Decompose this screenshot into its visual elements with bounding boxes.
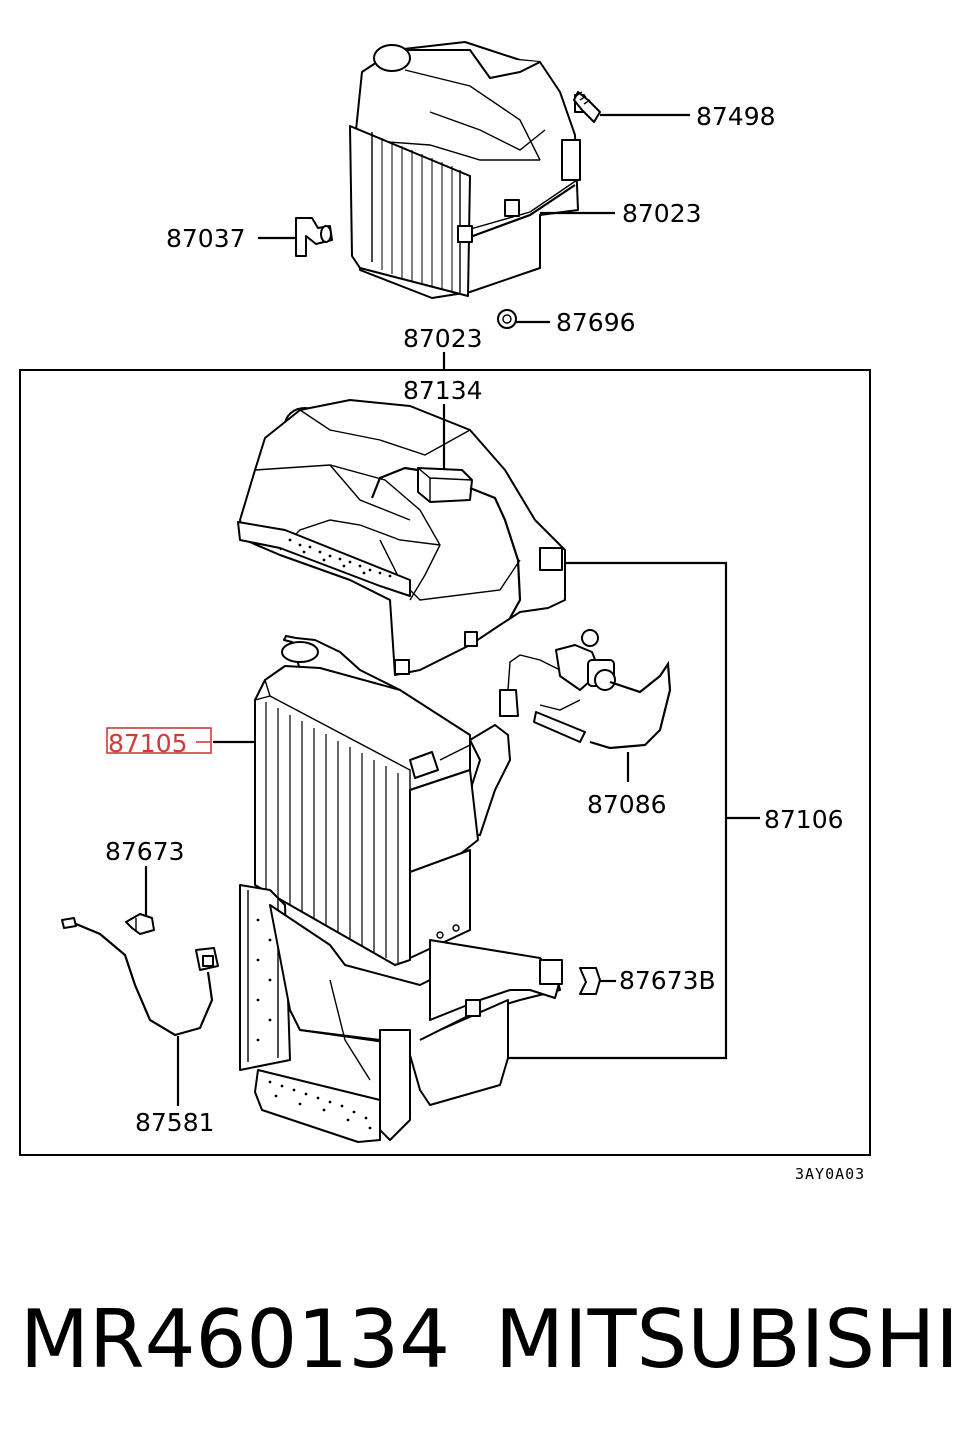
callout-87498: 87498 xyxy=(696,102,776,131)
drain-hose-87037 xyxy=(295,217,333,257)
evaporator-core-87105 xyxy=(254,635,511,966)
part-number: MR460134 xyxy=(20,1293,450,1386)
drawing-code: 3AY0A03 xyxy=(795,1165,865,1183)
screw-87498 xyxy=(573,91,601,123)
clip-87673B xyxy=(579,967,601,995)
callout-87086: 87086 xyxy=(587,790,667,819)
bracket-87106 xyxy=(508,561,728,1060)
caption: MR460134 MITSUBISHI xyxy=(0,1290,960,1390)
callout-87134: 87134 xyxy=(403,376,483,405)
callout-87106: 87106 xyxy=(764,805,844,834)
sensor-harness-87581 xyxy=(61,917,219,1037)
callout-87023-frame: 87023 xyxy=(403,324,483,353)
exploded-view-frame xyxy=(19,369,871,1156)
clip-87673 xyxy=(125,913,155,935)
callout-87673B: 87673B xyxy=(619,966,716,995)
callout-87105: 87105 xyxy=(108,729,188,758)
callout-87037: 87037 xyxy=(166,224,246,253)
callout-87581: 87581 xyxy=(135,1108,215,1137)
callout-87023-top: 87023 xyxy=(622,199,702,228)
upper-case-housing xyxy=(237,399,566,676)
callout-87696: 87696 xyxy=(556,308,636,337)
parts-diagram: 87498 87023 87037 87696 87023 87134 xyxy=(19,41,871,1183)
brand-name: MITSUBISHI xyxy=(495,1293,959,1386)
nut-87696 xyxy=(497,309,517,329)
expansion-valve-87086 xyxy=(499,629,672,750)
highlight-box-87105 xyxy=(106,727,212,754)
lower-case-housing xyxy=(239,884,563,1143)
callout-87673: 87673 xyxy=(105,837,185,866)
upper-evaporator-case xyxy=(349,41,585,299)
